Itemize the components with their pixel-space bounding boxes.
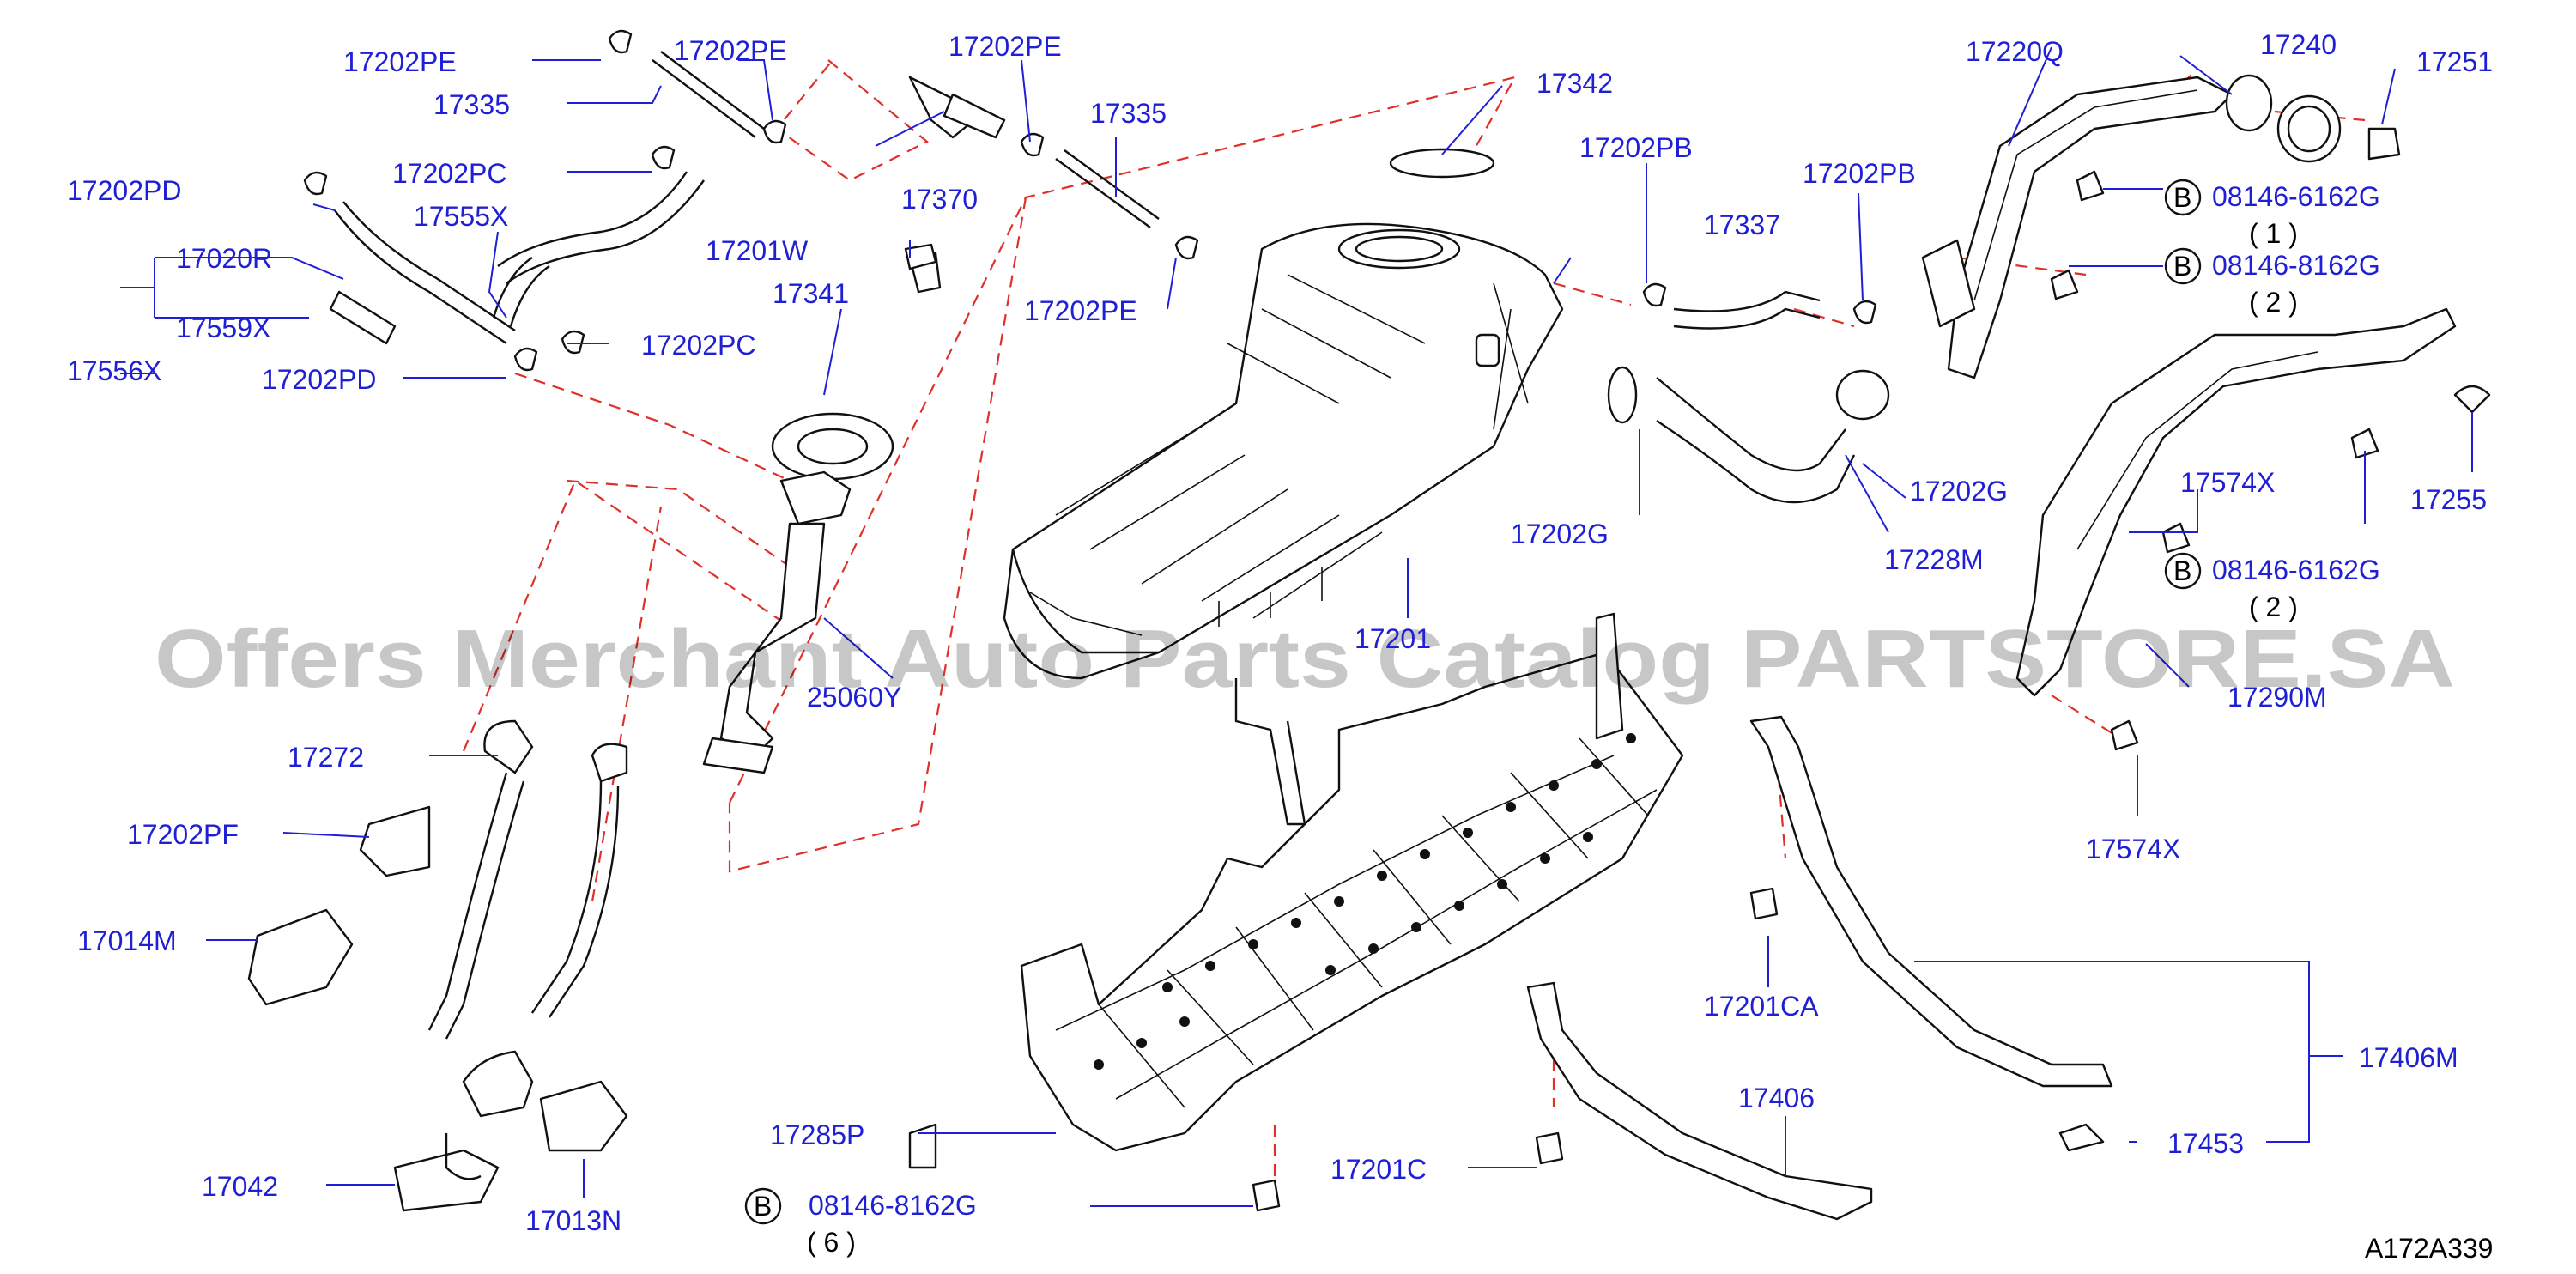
- part-label: 17201CA: [1704, 991, 1819, 1022]
- watermark: Offers Merchant Auto Parts Catalog PARTS…: [155, 613, 2455, 705]
- leader-lines: [120, 46, 2473, 1207]
- part-qty: ( 6 ): [807, 1227, 856, 1258]
- part-label: 17555X: [414, 201, 508, 232]
- part-label: 17559X: [176, 312, 270, 343]
- part-label: 17255: [2410, 484, 2487, 515]
- part-label: 17202PE: [674, 35, 787, 66]
- part-label: 17202PF: [127, 819, 239, 850]
- part-label: 17202PC: [392, 158, 506, 189]
- hoses: [329, 51, 1890, 504]
- part-label: 17556X: [67, 355, 161, 386]
- part-label: 17202G: [1910, 476, 2008, 507]
- clamps-and-bolts: [303, 29, 2379, 1212]
- bolt-circle-letter: B: [2173, 555, 2191, 586]
- part-label: 17201W: [706, 235, 809, 266]
- bolt-circle-letter: B: [2173, 182, 2191, 213]
- part-qty: ( 2 ): [2249, 287, 2298, 318]
- small-parts: [247, 76, 1495, 1212]
- part-label: 17285P: [770, 1119, 864, 1150]
- part-label: 17013N: [525, 1205, 621, 1236]
- part-label: 17240: [2260, 29, 2337, 60]
- part-label: 17228M: [1884, 544, 1984, 575]
- part-label: 17290M: [2227, 682, 2327, 713]
- part-label: 17042: [202, 1171, 278, 1202]
- part-label: 17202PD: [67, 175, 181, 206]
- part-label: 17202PB: [1803, 158, 1916, 189]
- part-label: 08146-8162G: [2212, 250, 2380, 281]
- part-label: 25060Y: [807, 682, 901, 713]
- part-label: 17202PB: [1579, 132, 1693, 163]
- part-label: 17202PE: [1024, 295, 1137, 326]
- tank-protector-17285P: [1020, 612, 1684, 1152]
- part-label: 17202PE: [949, 31, 1062, 62]
- part-label: 17406: [1738, 1083, 1815, 1113]
- part-qty: ( 1 ): [2249, 218, 2298, 249]
- part-label: 17202G: [1511, 519, 1609, 549]
- part-label: 17370: [901, 184, 978, 215]
- part-label: 17251: [2416, 46, 2493, 77]
- part-label: 17201C: [1330, 1154, 1427, 1185]
- part-label: 08146-6162G: [2212, 555, 2380, 585]
- part-label: 17574X: [2180, 467, 2275, 498]
- filler-tube: [1921, 74, 2401, 379]
- part-label: 17574X: [2086, 834, 2180, 864]
- part-label: 17202PD: [262, 364, 376, 395]
- part-label: 17202PE: [343, 46, 457, 77]
- part-labels: 17202PE 17335 17202PE 17202PE 17335 1737…: [67, 29, 2493, 1258]
- part-label: 17335: [433, 89, 510, 120]
- part-label: 17335: [1090, 98, 1167, 129]
- part-label: 17337: [1704, 209, 1780, 240]
- part-label: 08146-6162G: [2212, 181, 2380, 212]
- part-label: 17202PC: [641, 330, 755, 361]
- bolt-circles: [744, 179, 2202, 1225]
- fuel-tank: [1003, 222, 1564, 680]
- part-label: 17020R: [176, 243, 272, 274]
- part-label: 17201: [1355, 623, 1431, 654]
- straps: [1526, 715, 2113, 1221]
- part-label: 17453: [2167, 1128, 2244, 1159]
- bolt-circle-letter: B: [754, 1191, 772, 1222]
- part-label: 17342: [1537, 68, 1613, 99]
- part-label: 17341: [773, 278, 849, 309]
- part-label: 17272: [288, 742, 364, 773]
- part-label: 08146-8162G: [809, 1190, 977, 1221]
- bolt-circle-letter: B: [2173, 251, 2191, 282]
- part-label: 17014M: [77, 925, 177, 956]
- part-qty: ( 2 ): [2249, 592, 2298, 622]
- diagram-code: A172A339: [2365, 1233, 2493, 1264]
- part-label: 17406M: [2359, 1042, 2458, 1073]
- filler-protector: [2015, 307, 2491, 697]
- part-label: 17220Q: [1966, 36, 2064, 67]
